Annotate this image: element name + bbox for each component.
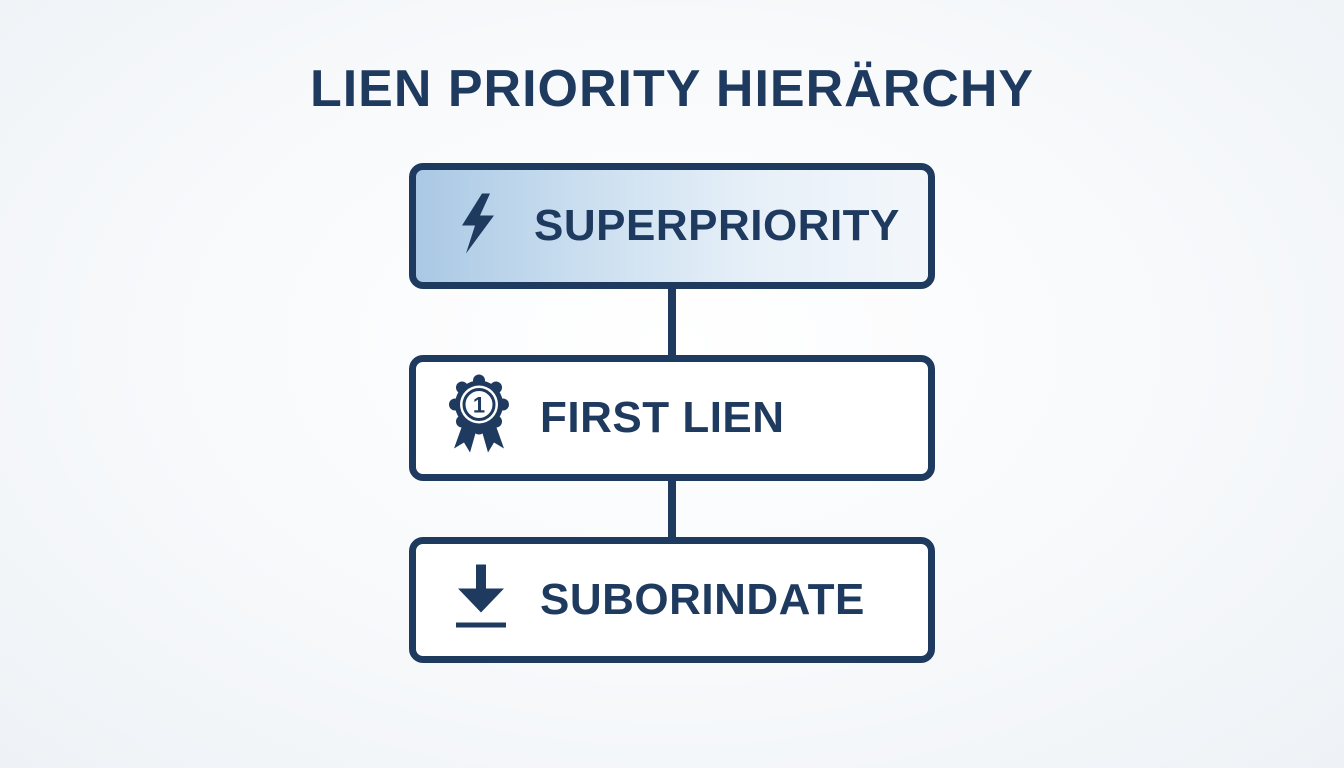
tier-superpriority: SUPERPRIORITY xyxy=(409,163,935,289)
award-ribbon-icon: 1 xyxy=(444,373,514,464)
svg-text:1: 1 xyxy=(473,393,485,418)
lightning-bolt-icon xyxy=(456,192,500,261)
tier-subordinate: SUBORINDATE xyxy=(409,537,935,663)
tier-label-first-lien: FIRST LIEN xyxy=(540,393,785,442)
connector-line-2 xyxy=(668,476,676,544)
diagram-title: LIEN PRIORITY HIERÄRCHY xyxy=(309,60,1035,118)
tier-first-lien: 1 FIRST LIEN xyxy=(409,355,935,481)
tier-label-superpriority: SUPERPRIORITY xyxy=(534,201,900,250)
download-arrow-icon xyxy=(454,563,508,638)
connector-line-1 xyxy=(668,284,676,362)
tier-label-subordinate: SUBORINDATE xyxy=(540,575,865,624)
